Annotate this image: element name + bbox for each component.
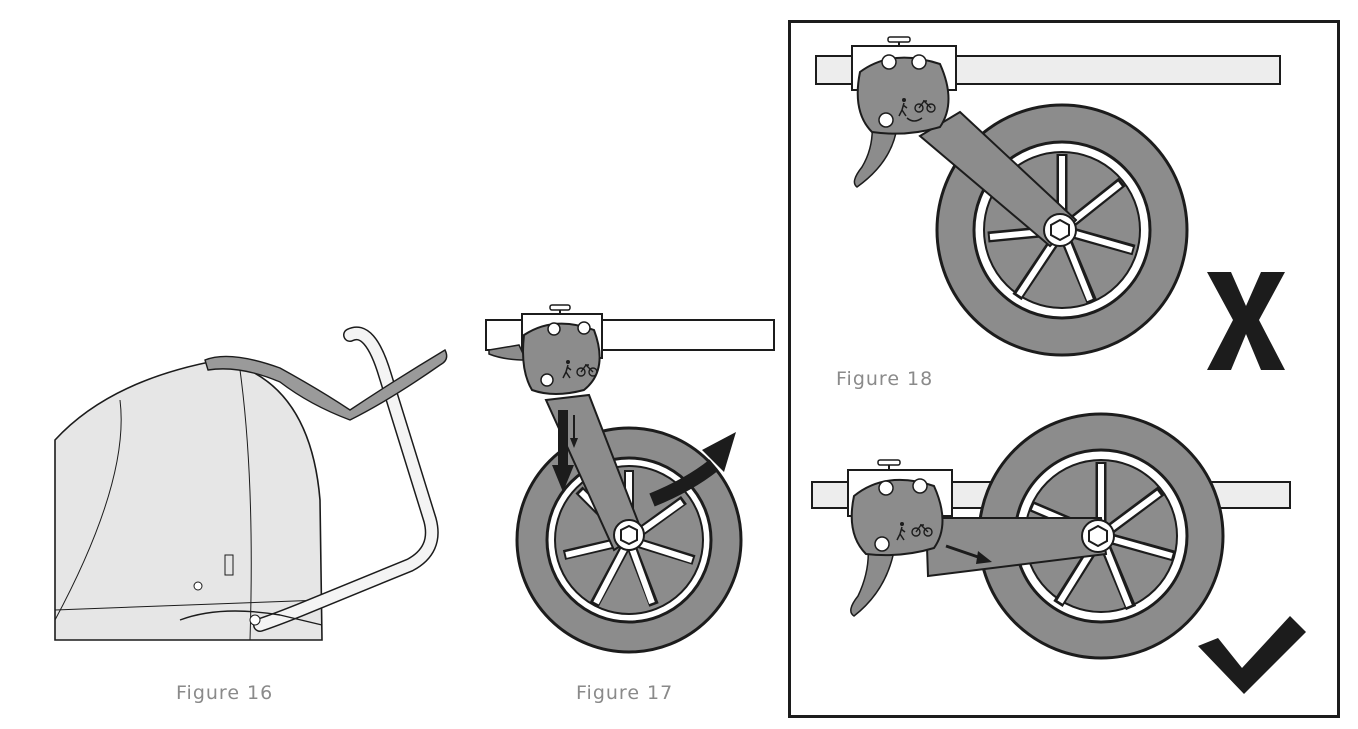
front-wheel-correct-illustration — [811, 412, 1291, 660]
arrow-down-icon — [552, 410, 578, 492]
figure-18-incorrect — [812, 32, 1292, 362]
bicycle-icon — [576, 363, 598, 377]
check-mark-icon — [1198, 616, 1308, 694]
front-wheel-unlocked-illustration — [485, 304, 775, 654]
walk-icon — [898, 98, 908, 117]
front-wheel-incorrect-illustration — [815, 36, 1281, 357]
figure-17 — [484, 300, 776, 655]
walk-icon — [562, 360, 572, 379]
figure-17-caption: Figure 17 — [576, 682, 674, 704]
figure-18-frame — [788, 20, 1340, 718]
arrow-curved-icon — [649, 432, 736, 507]
bicycle-icon — [911, 523, 933, 537]
figure-18-correct — [806, 406, 1296, 666]
walk-icon — [896, 522, 906, 541]
figure-18-caption: Figure 18 — [836, 368, 934, 390]
figure-16 — [50, 320, 450, 650]
bicycle-icon — [914, 99, 936, 113]
x-mark-icon — [1205, 272, 1287, 370]
stroller-canopy-illustration — [54, 326, 448, 641]
figure-16-caption: Figure 16 — [176, 682, 274, 704]
